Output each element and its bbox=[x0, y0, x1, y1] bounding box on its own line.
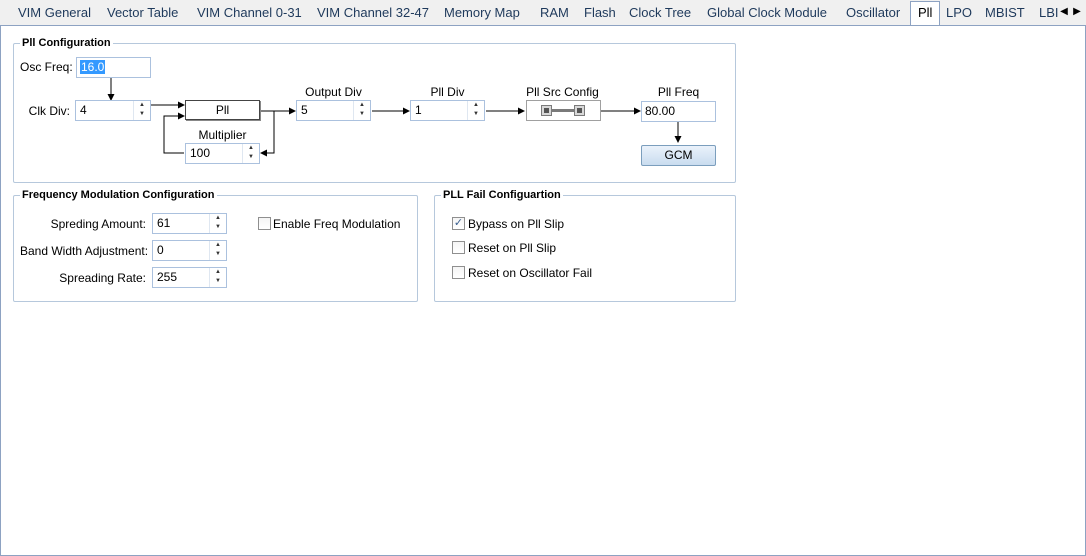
clk-div-down-icon[interactable]: ▼ bbox=[139, 111, 145, 117]
tab-pll[interactable]: Pll bbox=[910, 1, 941, 25]
spreading-amount-up-icon[interactable]: ▲ bbox=[215, 215, 221, 221]
pll-fail-group: PLL Fail Configuartion bbox=[434, 188, 736, 302]
spreading-rate-spin-buttons: ▲ ▼ bbox=[209, 268, 226, 287]
bandwidth-adjustment-up-icon[interactable]: ▲ bbox=[215, 242, 221, 248]
osc-freq-input[interactable]: 16.0 bbox=[76, 57, 151, 78]
clk-div-spin-buttons: ▲ ▼ bbox=[133, 101, 150, 120]
bandwidth-adjustment-stepper[interactable]: 0 ▲ ▼ bbox=[152, 240, 227, 261]
frequency-modulation-title: Frequency Modulation Configuration bbox=[20, 188, 217, 202]
enable-freq-modulation-checkbox[interactable] bbox=[258, 217, 271, 230]
bandwidth-adjustment-label: Band Width Adjustment: bbox=[20, 244, 149, 258]
tab-lpo[interactable]: LPO bbox=[946, 5, 973, 20]
pll-configuration-group: Pll Configuration bbox=[13, 36, 736, 183]
pll-fail-title: PLL Fail Configuartion bbox=[441, 188, 563, 202]
pll-div-spin-buttons: ▲ ▼ bbox=[467, 101, 484, 120]
tab-vim-channel-32-47[interactable]: VIM Channel 32-47 bbox=[317, 5, 430, 20]
pll-src-knob-right-icon[interactable] bbox=[574, 105, 585, 116]
clk-div-value: 4 bbox=[80, 103, 87, 117]
pll-div-stepper[interactable]: 1 ▲ ▼ bbox=[410, 100, 485, 121]
tab-strip: | VIM General Vector Table VIM Channel 0… bbox=[0, 0, 1086, 26]
multiplier-up-icon[interactable]: ▲ bbox=[248, 145, 254, 151]
bypass-on-pll-slip-checkbox[interactable]: ✓ bbox=[452, 217, 465, 230]
spreading-rate-down-icon[interactable]: ▼ bbox=[215, 278, 221, 284]
multiplier-value: 100 bbox=[190, 146, 211, 160]
output-div-label: Output Div bbox=[305, 85, 362, 99]
pll-block: Pll bbox=[185, 100, 260, 120]
spreading-amount-value: 61 bbox=[157, 216, 171, 230]
multiplier-down-icon[interactable]: ▼ bbox=[248, 154, 254, 160]
tab-oscillator[interactable]: Oscillator bbox=[846, 5, 901, 20]
tab-mbist[interactable]: MBIST bbox=[985, 5, 1025, 20]
spreading-amount-stepper[interactable]: 61 ▲ ▼ bbox=[152, 213, 227, 234]
spreading-rate-stepper[interactable]: 255 ▲ ▼ bbox=[152, 267, 227, 288]
clk-div-label: Clk Div: bbox=[28, 104, 70, 118]
spreading-rate-label: Spreading Rate: bbox=[59, 271, 146, 285]
frequency-modulation-group: Frequency Modulation Configuration bbox=[13, 188, 418, 302]
clk-div-up-icon[interactable]: ▲ bbox=[139, 102, 145, 108]
tab-flash[interactable]: Flash bbox=[584, 5, 616, 20]
pll-src-config-label: Pll Src Config bbox=[526, 85, 599, 99]
multiplier-label: Multiplier bbox=[198, 128, 247, 142]
tab-ram[interactable]: RAM bbox=[540, 5, 569, 20]
spreading-amount-down-icon[interactable]: ▼ bbox=[215, 224, 221, 230]
spreading-amount-label: Spreding Amount: bbox=[50, 217, 146, 231]
gcm-button[interactable]: GCM bbox=[641, 145, 716, 166]
tab-vector-table[interactable]: Vector Table bbox=[107, 5, 179, 20]
output-div-stepper[interactable]: 5 ▲ ▼ bbox=[296, 100, 371, 121]
reset-on-oscillator-fail-checkbox[interactable] bbox=[452, 266, 465, 279]
pll-div-down-icon[interactable]: ▼ bbox=[473, 111, 479, 117]
tab-scroll-right-icon[interactable]: ▶ bbox=[1073, 6, 1081, 17]
pll-div-value: 1 bbox=[415, 103, 422, 117]
pll-src-knob-left-icon[interactable] bbox=[541, 105, 552, 116]
bypass-on-pll-slip-label[interactable]: Bypass on Pll Slip bbox=[468, 217, 565, 231]
pll-freq-label: Pll Freq bbox=[657, 85, 700, 99]
tab-vim-channel-0-31[interactable]: VIM Channel 0-31 bbox=[197, 5, 302, 20]
tab-lbi[interactable]: LBI bbox=[1039, 5, 1059, 20]
tab-memory-map[interactable]: Memory Map bbox=[444, 5, 520, 20]
enable-freq-modulation-label[interactable]: Enable Freq Modulation bbox=[273, 217, 401, 231]
pll-src-config-switch[interactable] bbox=[526, 100, 601, 121]
bandwidth-adjustment-down-icon[interactable]: ▼ bbox=[215, 251, 221, 257]
tab-hidden-edge: | bbox=[0, 2, 4, 25]
spreading-amount-spin-buttons: ▲ ▼ bbox=[209, 214, 226, 233]
reset-on-pll-slip-checkbox[interactable] bbox=[452, 241, 465, 254]
tab-scroll-left-icon[interactable]: ◀ bbox=[1060, 6, 1068, 17]
pll-div-up-icon[interactable]: ▲ bbox=[473, 102, 479, 108]
pll-freq-output: 80.00 bbox=[641, 101, 716, 122]
osc-freq-label: Osc Freq: bbox=[20, 60, 73, 74]
reset-on-oscillator-fail-label[interactable]: Reset on Oscillator Fail bbox=[468, 266, 593, 280]
bandwidth-adjustment-value: 0 bbox=[157, 243, 164, 257]
osc-freq-value: 16.0 bbox=[80, 60, 106, 74]
pll-div-label: Pll Div bbox=[430, 85, 465, 99]
clk-div-stepper[interactable]: 4 ▲ ▼ bbox=[75, 100, 151, 121]
bandwidth-adjustment-spin-buttons: ▲ ▼ bbox=[209, 241, 226, 260]
output-div-up-icon[interactable]: ▲ bbox=[359, 102, 365, 108]
tab-vim-general[interactable]: VIM General bbox=[18, 5, 91, 20]
pll-configuration-title: Pll Configuration bbox=[20, 36, 113, 50]
reset-on-pll-slip-label[interactable]: Reset on Pll Slip bbox=[468, 241, 557, 255]
tab-global-clock-module[interactable]: Global Clock Module bbox=[707, 5, 827, 20]
multiplier-stepper[interactable]: 100 ▲ ▼ bbox=[185, 143, 260, 164]
output-div-spin-buttons: ▲ ▼ bbox=[353, 101, 370, 120]
tab-clock-tree[interactable]: Clock Tree bbox=[629, 5, 692, 20]
spreading-rate-up-icon[interactable]: ▲ bbox=[215, 269, 221, 275]
spreading-rate-value: 255 bbox=[157, 270, 178, 284]
pll-src-rail bbox=[545, 109, 580, 112]
multiplier-spin-buttons: ▲ ▼ bbox=[242, 144, 259, 163]
output-div-value: 5 bbox=[301, 103, 308, 117]
output-div-down-icon[interactable]: ▼ bbox=[359, 111, 365, 117]
